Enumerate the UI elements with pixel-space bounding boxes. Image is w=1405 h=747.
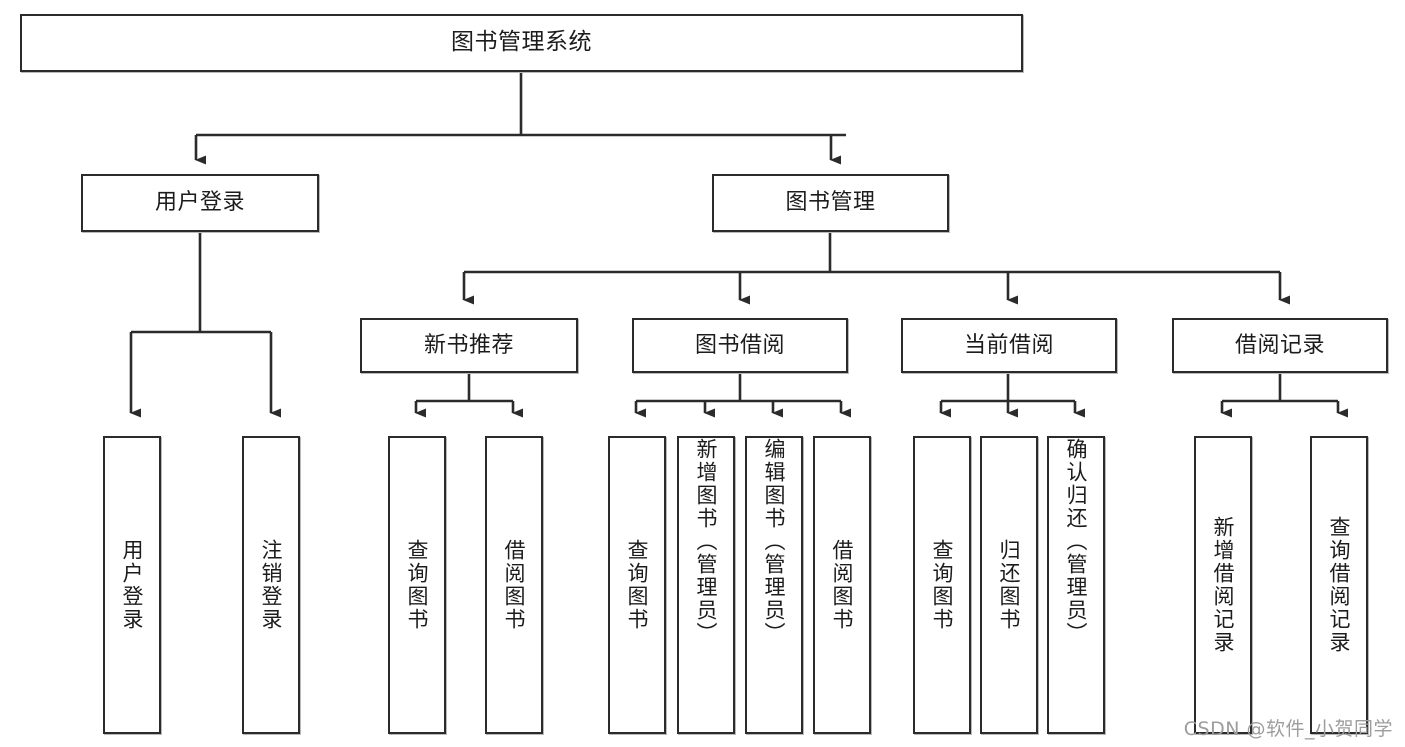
node-label: 注销登录	[259, 539, 284, 631]
node-label: 查询图书	[405, 539, 430, 631]
node-current-borrow[interactable]: 当前借阅	[901, 318, 1117, 373]
node-label: 借阅记录	[1234, 332, 1325, 358]
leaf-query-book-current[interactable]: 查询图书	[913, 436, 971, 734]
leaf-edit-book-admin[interactable]: 编辑图书（管理员）	[745, 436, 803, 734]
node-label: 查询图书	[625, 539, 650, 631]
leaf-borrow-book-recommend[interactable]: 借阅图书	[485, 436, 543, 734]
leaf-query-book-recommend[interactable]: 查询图书	[388, 436, 446, 734]
node-new-book-recommend[interactable]: 新书推荐	[360, 318, 578, 373]
node-label: 图书管理系统	[451, 29, 592, 56]
watermark: CSDN @软件_小贺同学	[1183, 718, 1393, 740]
leaf-add-book-admin[interactable]: 新增图书（管理员）	[677, 436, 735, 734]
node-label: 编辑图书（管理员）	[762, 438, 787, 645]
node-user-login[interactable]: 用户登录	[81, 174, 319, 232]
node-root-system[interactable]: 图书管理系统	[20, 14, 1023, 72]
leaf-borrow-book[interactable]: 借阅图书	[813, 436, 871, 734]
node-label: 查询图书	[930, 539, 955, 631]
node-label: 新书推荐	[423, 332, 514, 358]
node-label: 图书管理	[785, 190, 876, 216]
node-label: 新增图书（管理员）	[694, 438, 719, 645]
leaf-query-book-borrow[interactable]: 查询图书	[608, 436, 666, 734]
node-label: 当前借阅	[963, 332, 1054, 358]
node-book-borrow[interactable]: 图书借阅	[632, 318, 848, 373]
node-label: 借阅图书	[502, 539, 527, 631]
node-label: 借阅图书	[830, 539, 855, 631]
leaf-return-book[interactable]: 归还图书	[980, 436, 1038, 734]
node-label: 图书借阅	[694, 332, 785, 358]
leaf-confirm-return-admin[interactable]: 确认归还（管理员）	[1047, 436, 1105, 734]
node-label: 确认归还（管理员）	[1064, 438, 1089, 645]
node-label: 用户登录	[154, 190, 245, 216]
node-book-management[interactable]: 图书管理	[712, 174, 949, 232]
leaf-query-borrow-record[interactable]: 查询借阅记录	[1310, 436, 1368, 734]
node-borrow-records[interactable]: 借阅记录	[1172, 318, 1388, 373]
node-label: 用户登录	[120, 539, 145, 631]
node-label: 归还图书	[997, 539, 1022, 631]
leaf-user-login[interactable]: 用户登录	[103, 436, 161, 734]
node-label: 新增借阅记录	[1211, 516, 1236, 654]
node-label: 查询借阅记录	[1327, 516, 1352, 654]
leaf-logout[interactable]: 注销登录	[242, 436, 300, 734]
leaf-add-borrow-record[interactable]: 新增借阅记录	[1194, 436, 1252, 734]
